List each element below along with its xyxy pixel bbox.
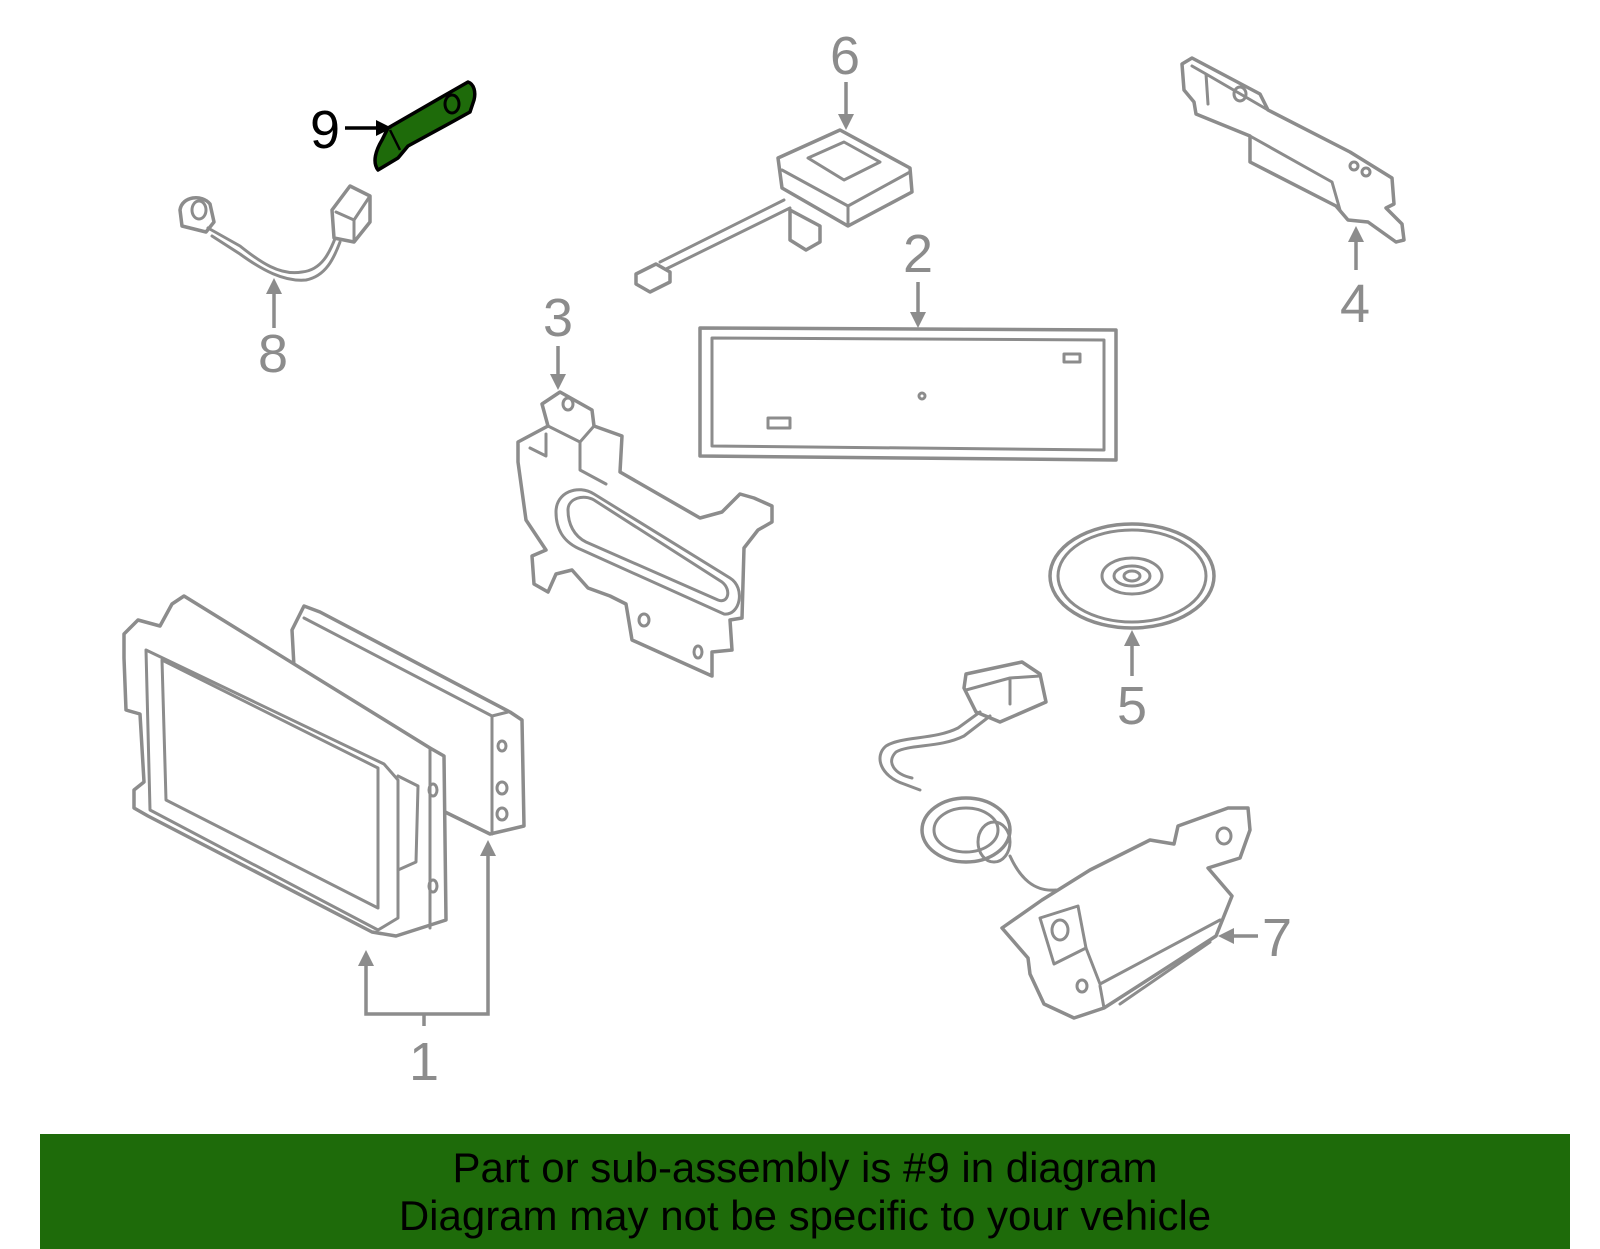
callout-7-leader: [1218, 928, 1258, 944]
callout-9: 9: [310, 100, 340, 160]
part-5-speaker[interactable]: [1048, 522, 1216, 630]
callout-1-leader: [358, 840, 496, 1026]
part-8-cable[interactable]: [178, 184, 372, 282]
callout-2-leader: [910, 282, 926, 328]
callout-6: 6: [830, 26, 860, 86]
callout-5-leader: [1124, 630, 1140, 676]
callout-1: 1: [409, 1032, 439, 1092]
callout-8: 8: [258, 324, 288, 384]
part-7-harness-module[interactable]: [878, 660, 1252, 1020]
callout-3: 3: [543, 288, 573, 348]
part-1-display-unit[interactable]: [122, 594, 526, 938]
callout-9-leader: [345, 120, 392, 136]
part-3-frame[interactable]: [516, 390, 774, 678]
info-banner: Part or sub-assembly is #9 in diagram Di…: [40, 1134, 1570, 1249]
part-9-body: [373, 80, 477, 172]
part-9-hole: [443, 93, 461, 115]
callout-3-leader: [550, 346, 566, 390]
banner-part-notice: Part or sub-assembly is #9 in diagram: [452, 1143, 1158, 1191]
part-2-panel[interactable]: [698, 326, 1118, 462]
part-9-bracket[interactable]: [373, 80, 477, 172]
callout-8-leader: [266, 278, 282, 328]
callout-7: 7: [1262, 908, 1292, 968]
callout-4: 4: [1340, 274, 1370, 334]
callout-2: 2: [903, 224, 933, 284]
part-4-bracket[interactable]: [1180, 56, 1406, 244]
callout-5: 5: [1117, 676, 1147, 736]
callout-4-leader: [1348, 226, 1364, 270]
part-6-module[interactable]: [634, 128, 914, 294]
callout-6-leader: [838, 82, 854, 130]
banner-vehicle-disclaimer: Diagram may not be specific to your vehi…: [398, 1191, 1212, 1239]
